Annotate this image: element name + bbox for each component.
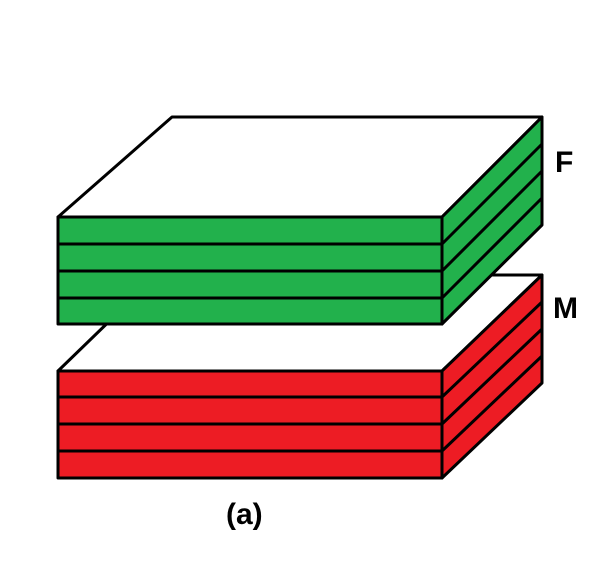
top-side-layer-line [440, 169, 544, 273]
top-block [56, 115, 544, 326]
figure-caption: (a) [226, 498, 263, 531]
bottom-side-layer-line [440, 300, 544, 399]
top-side-layer-line [440, 142, 544, 246]
top-side-layer-line [440, 196, 544, 300]
bottom-block-label: M [553, 292, 578, 325]
bottom-side-layer-line [440, 327, 544, 426]
bottom-side-layer-line [440, 354, 544, 453]
top-block-label: F [555, 146, 574, 179]
